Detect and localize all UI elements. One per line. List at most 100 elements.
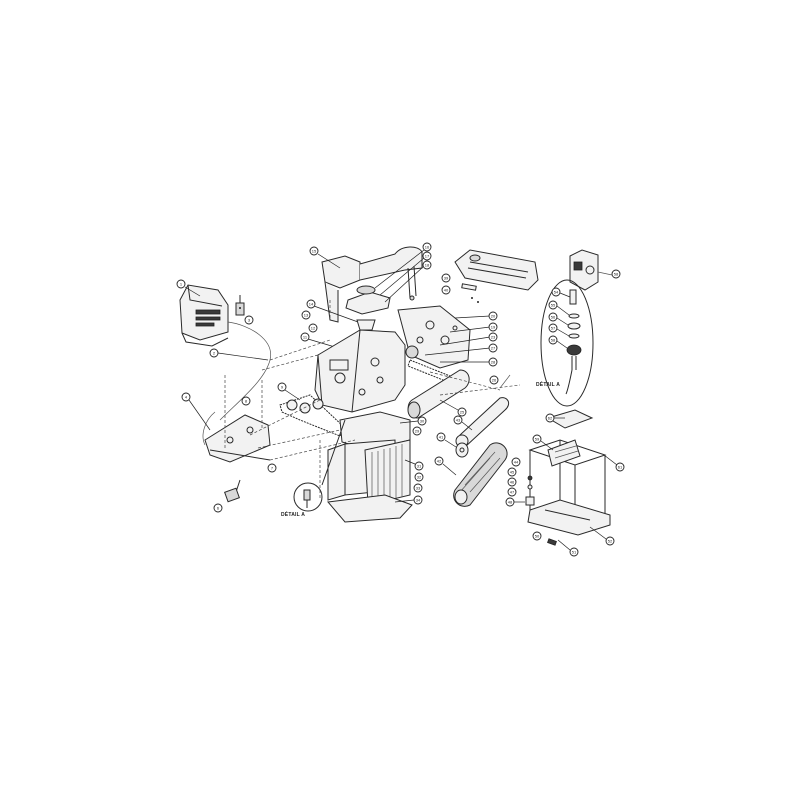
svg-text:42: 42	[437, 459, 442, 464]
lid-clip	[461, 283, 479, 303]
hardware-stack	[525, 465, 535, 506]
callout-26: 26	[489, 375, 499, 385]
svg-text:32: 32	[417, 475, 422, 480]
svg-text:15: 15	[312, 249, 317, 254]
motor-cover	[345, 285, 391, 331]
callout-13: 13	[301, 310, 311, 320]
callout-23: 23	[439, 332, 498, 346]
callout-cart-52: 52	[589, 526, 615, 546]
roller-end-cap	[455, 442, 469, 458]
svg-text:50: 50	[535, 534, 540, 539]
callout-39: 39	[441, 273, 451, 283]
callout-47: 47	[507, 487, 517, 497]
svg-text:9: 9	[281, 385, 284, 390]
callout-plug: 3	[244, 315, 254, 325]
callout-12: 12	[308, 323, 318, 333]
callout-7: 7	[267, 463, 277, 473]
callout-28: 28	[440, 357, 498, 367]
callout-4: 4	[181, 392, 211, 431]
callout-filter-33: 33	[413, 483, 423, 493]
callout-cart-51: 51	[557, 539, 579, 557]
callout-14: 14	[306, 299, 359, 323]
detail-a-label-left: DÉTAIL A	[281, 512, 306, 518]
svg-text:46: 46	[510, 480, 515, 485]
callout-filter-29: 29	[412, 426, 422, 436]
callout-cover-16: 16	[374, 242, 432, 289]
svg-text:57: 57	[551, 326, 556, 331]
callout-58b: 58	[548, 335, 568, 349]
svg-text:39: 39	[444, 276, 449, 281]
callout-25: 25	[439, 399, 467, 417]
callout-8: 8	[241, 396, 251, 406]
svg-text:52: 52	[608, 539, 613, 544]
svg-text:28: 28	[491, 360, 496, 365]
svg-text:25: 25	[460, 410, 465, 415]
svg-text:4: 4	[185, 395, 188, 400]
callout-filter-31: 31	[404, 459, 424, 471]
caddy-cart	[527, 409, 611, 536]
callout-42: 42	[434, 456, 457, 476]
svg-text:14: 14	[309, 302, 314, 307]
callout-27: 27	[424, 343, 498, 356]
callout-41: 41	[436, 432, 457, 448]
svg-text:12: 12	[311, 326, 316, 331]
callout-handle: 15	[309, 246, 341, 269]
svg-text:17: 17	[425, 254, 430, 259]
callout-19: 19	[449, 322, 498, 333]
svg-text:34: 34	[416, 498, 421, 503]
callout-psu: 1	[176, 279, 201, 297]
main-body	[314, 329, 406, 413]
callout-54: 54	[551, 287, 571, 298]
callout-filter-top: 30	[399, 416, 427, 426]
callout-44: 44	[511, 457, 521, 467]
plug-connector	[235, 295, 245, 316]
callout-cart-59: 59	[532, 434, 554, 451]
svg-text:23: 23	[491, 335, 496, 340]
svg-text:16: 16	[425, 245, 430, 250]
svg-text:26: 26	[492, 378, 497, 383]
callout-cover-18: 18	[384, 260, 432, 303]
svg-text:18: 18	[425, 263, 430, 268]
control-box	[569, 249, 613, 291]
callout-6: 6	[213, 503, 223, 513]
svg-text:3: 3	[248, 318, 251, 323]
svg-text:30: 30	[420, 419, 425, 424]
svg-text:54: 54	[554, 290, 559, 295]
callout-55: 55	[548, 300, 570, 316]
svg-text:7: 7	[271, 466, 274, 471]
svg-text:20: 20	[491, 314, 496, 319]
svg-text:48: 48	[508, 500, 513, 505]
callout-9: 9	[277, 382, 301, 401]
svg-text:43: 43	[456, 418, 461, 423]
svg-text:62: 62	[548, 416, 553, 421]
side-panel	[397, 305, 471, 369]
callout-filter-32: 32	[414, 472, 424, 482]
svg-text:19: 19	[491, 325, 496, 330]
filter-basket	[327, 411, 413, 523]
svg-text:11: 11	[303, 335, 308, 340]
svg-text:13: 13	[304, 313, 309, 318]
svg-text:47: 47	[510, 490, 515, 495]
power-supply-unit	[179, 284, 271, 421]
detail-a-circle-left	[293, 419, 346, 512]
roller-brush	[453, 442, 508, 507]
svg-text:41: 41	[439, 435, 444, 440]
callout-40: 40	[441, 285, 451, 295]
svg-text:56: 56	[551, 315, 556, 320]
swivel-plug	[224, 479, 241, 503]
svg-text:55: 55	[551, 303, 556, 308]
callout-46: 46	[507, 477, 517, 487]
svg-text:58: 58	[614, 272, 619, 277]
svg-text:33: 33	[416, 486, 421, 491]
callout-filter-34: 34	[394, 495, 423, 505]
detail-a-label-right: DÉTAIL A	[536, 382, 561, 388]
svg-text:2: 2	[213, 351, 216, 356]
callout-58: 58	[611, 269, 621, 279]
svg-text:1: 1	[180, 282, 183, 287]
detail-a-oval	[540, 279, 594, 407]
callout-62: 62	[545, 413, 565, 423]
svg-text:31: 31	[417, 464, 422, 469]
svg-text:44: 44	[514, 460, 519, 465]
top-lid	[454, 249, 539, 291]
